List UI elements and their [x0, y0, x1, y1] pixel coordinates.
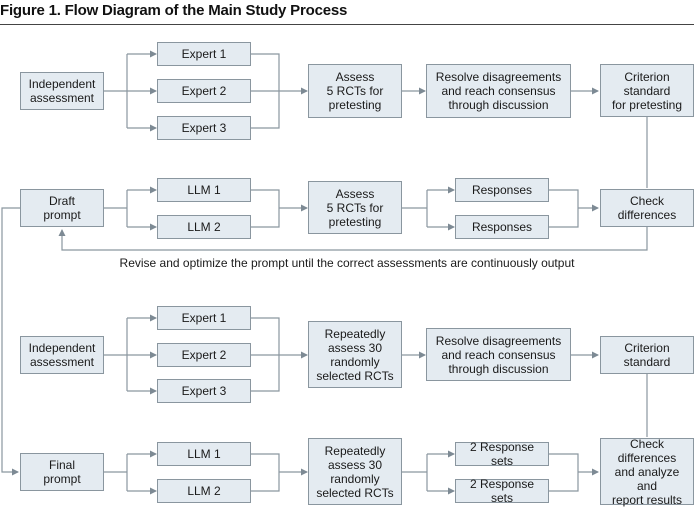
criterion-standard-box: Criterion standard [600, 336, 694, 374]
resolve-disagreements-box-1: Resolve disagreements and reach consensu… [426, 64, 571, 118]
responses-box-1: Responses [455, 178, 549, 202]
independent-assessment-box-2: Independent assessment [20, 336, 104, 374]
independent-assessment-box-1: Independent assessment [20, 72, 104, 110]
final-prompt-box: Final prompt [20, 453, 104, 491]
expert-2-box-2: Expert 2 [157, 343, 251, 367]
llm-1-box-1: LLM 1 [157, 178, 251, 202]
expert-1-box-1: Expert 1 [157, 42, 251, 66]
check-differences-report-box: Check differences and analyze and report… [600, 437, 694, 507]
response-sets-box-1: 2 Response sets [455, 440, 549, 468]
assess-pretesting-box-2: Assess 5 RCTs for pretesting [308, 181, 402, 234]
repeatedly-assess-box-2: Repeatedly assess 30 randomly selected R… [308, 438, 402, 505]
responses-box-2: Responses [455, 215, 549, 239]
expert-3-box-1: Expert 3 [157, 116, 251, 140]
llm-1-box-2: LLM 1 [157, 442, 251, 466]
check-differences-box: Check differences [600, 189, 694, 227]
response-sets-box-2: 2 Response sets [455, 477, 549, 505]
llm-2-box-2: LLM 2 [157, 479, 251, 503]
expert-1-box-2: Expert 1 [157, 306, 251, 330]
revise-note: Revise and optimize the prompt until the… [119, 256, 575, 270]
repeatedly-assess-box-1: Repeatedly assess 30 randomly selected R… [308, 321, 402, 388]
expert-2-box-1: Expert 2 [157, 79, 251, 103]
draft-prompt-box: Draft prompt [20, 189, 104, 227]
llm-2-box-1: LLM 2 [157, 215, 251, 239]
figure-title: Figure 1. Flow Diagram of the Main Study… [0, 2, 348, 19]
expert-3-box-2: Expert 3 [157, 379, 251, 403]
resolve-disagreements-box-2: Resolve disagreements and reach consensu… [426, 328, 571, 381]
assess-pretesting-box-1: Assess 5 RCTs for pretesting [308, 64, 402, 118]
criterion-standard-pretesting-box: Criterion standard for pretesting [600, 64, 694, 117]
title-rule [0, 24, 694, 25]
